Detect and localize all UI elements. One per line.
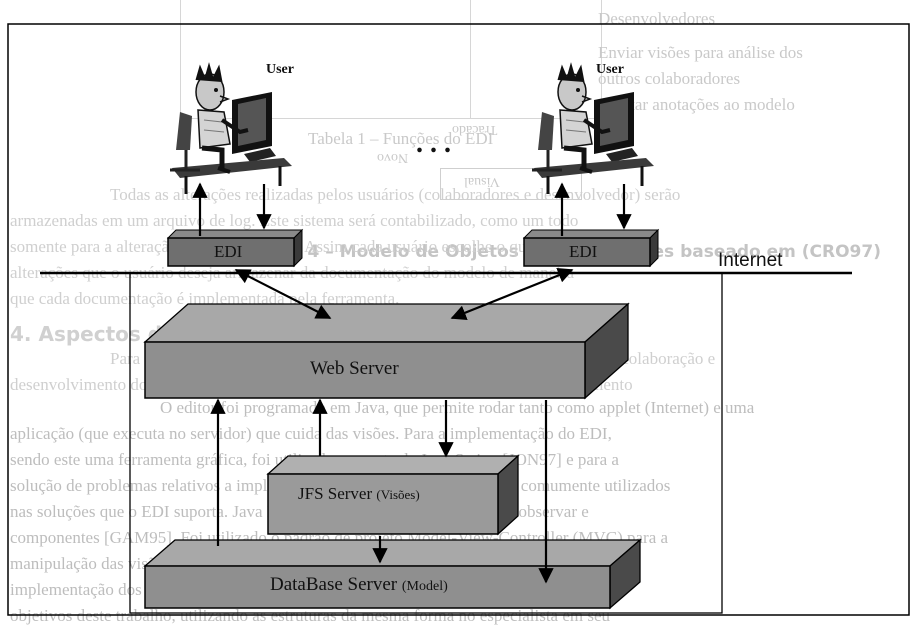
db-server-label: DataBase Server (Model) — [270, 574, 448, 596]
edi-label-right: EDI — [569, 242, 597, 262]
edi-label-left: EDI — [214, 242, 242, 262]
web-server-label: Web Server — [310, 358, 399, 380]
web-server-box — [145, 304, 628, 398]
user-right-figure — [532, 64, 654, 194]
internet-label: Internet — [718, 250, 782, 272]
jfs-server-name: JFS Server — [298, 484, 372, 503]
ellipsis: . . . — [416, 128, 451, 160]
user-label-left: User — [266, 62, 294, 78]
jfs-server-sub: (Visões) — [376, 487, 419, 502]
db-server-sub: (Model) — [402, 579, 448, 594]
jfs-server-label: JFS Server (Visões) — [298, 484, 420, 504]
db-server-name: DataBase Server — [270, 574, 397, 595]
user-label-right: User — [596, 62, 624, 78]
user-left-figure — [170, 64, 292, 194]
